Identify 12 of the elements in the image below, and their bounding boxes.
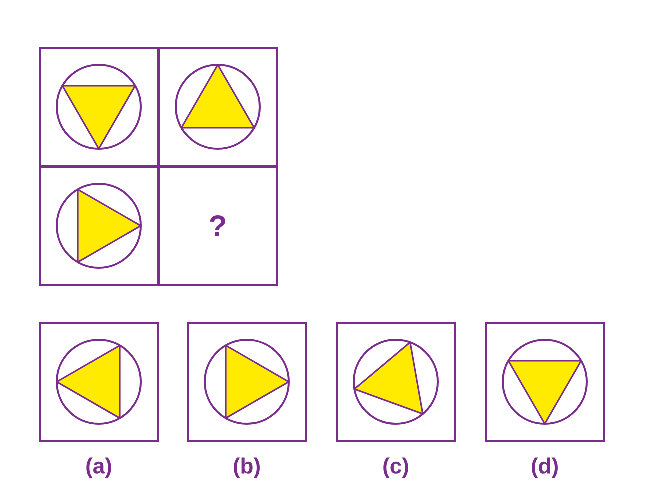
figure-box <box>39 322 159 442</box>
figure-box <box>336 322 456 442</box>
figure-box <box>39 47 159 167</box>
figure-box <box>485 322 605 442</box>
answer-cell: ? <box>158 166 278 286</box>
option-label: (a) <box>86 458 112 478</box>
figure-box <box>39 166 159 286</box>
option-label: (d) <box>532 458 558 478</box>
figure-box <box>187 322 307 442</box>
option-label: (c) <box>384 458 408 478</box>
option-label: (b) <box>234 458 260 478</box>
figure-box <box>158 47 278 167</box>
